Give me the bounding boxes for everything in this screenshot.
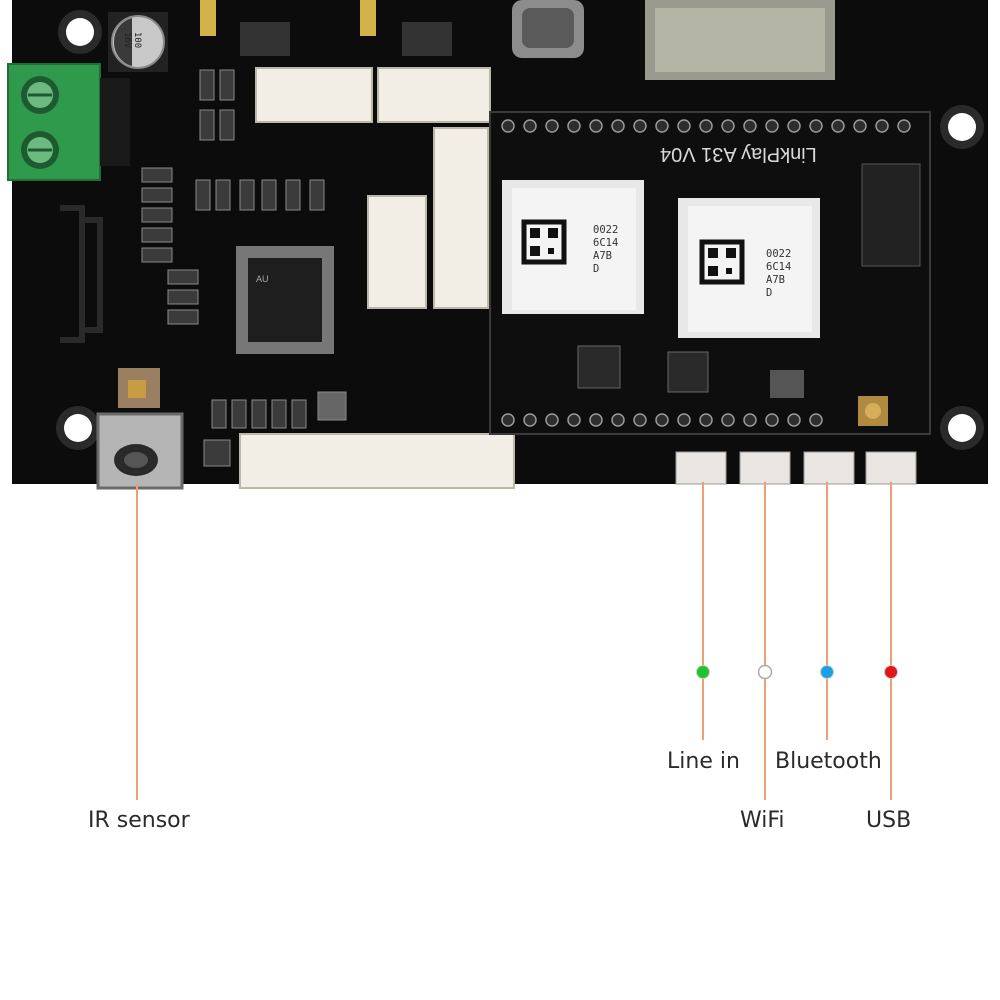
- leader-lines: [136, 482, 892, 800]
- capacitor: [108, 12, 168, 72]
- capacitor-marking: 100 16V: [122, 31, 143, 49]
- pcb-antenna: [60, 205, 103, 343]
- label-wifi: WiFi: [740, 808, 785, 833]
- dot-bluetooth: [820, 665, 834, 679]
- indicator-dots: [696, 664, 898, 680]
- terminal-block: [7, 63, 130, 181]
- module-serial-left: 0022 6C14 A7B D: [593, 224, 619, 275]
- linkplay-module: [489, 111, 931, 435]
- label-line-in: Line in: [667, 749, 740, 774]
- status-leds: [675, 451, 917, 485]
- label-usb: USB: [866, 808, 912, 833]
- module-serial-right: 0022 6C14 A7B D: [766, 248, 792, 299]
- mounting-holes: [56, 10, 984, 450]
- label-bluetooth: Bluetooth: [775, 749, 882, 774]
- audio-dsp-chip: AU: [236, 246, 334, 354]
- smd-components: [141, 69, 347, 467]
- dot-line-in: [696, 665, 710, 679]
- jst-connectors: [239, 67, 515, 489]
- label-ir-sensor: IR sensor: [88, 808, 190, 833]
- top-connectors: [200, 0, 835, 80]
- dot-usb: [884, 665, 898, 679]
- module-silkscreen-label: LinkPlay A31 V04: [660, 143, 817, 165]
- ir-sensor: [96, 368, 184, 490]
- dot-wifi: [757, 664, 773, 680]
- svg-text:AU: AU: [256, 274, 269, 284]
